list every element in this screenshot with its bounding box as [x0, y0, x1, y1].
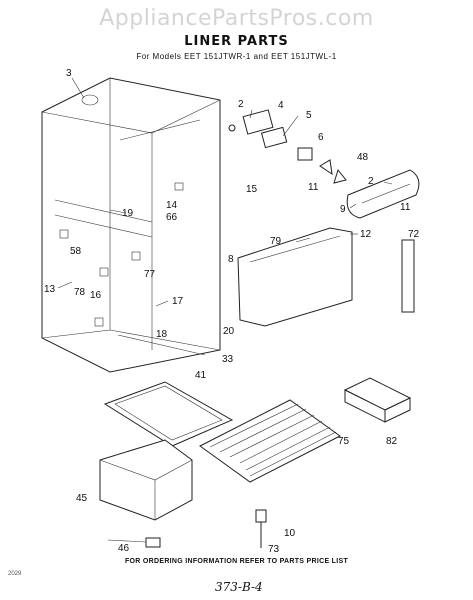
- callout-label: 11: [308, 182, 319, 193]
- callout-label: 77: [144, 269, 156, 280]
- leader-lines: [57, 77, 393, 543]
- callout-label: 33: [222, 354, 234, 365]
- callout-label: 12: [360, 229, 372, 240]
- drawer-stop: [145, 537, 161, 548]
- diagram-subtitle: For Models EET 151JTWR-1 and EET 151JTWL…: [136, 52, 337, 61]
- callout-label: 5: [306, 110, 312, 121]
- callout-label: 3: [66, 68, 72, 79]
- callout-label: 72: [408, 229, 420, 240]
- callout-label: 17: [172, 296, 184, 307]
- air-duct: [346, 169, 420, 219]
- callout-label: 8: [228, 254, 234, 265]
- callout-label: 75: [338, 436, 350, 447]
- callout-label: 15: [246, 184, 258, 195]
- callout-label: 2: [368, 176, 374, 187]
- callout-label: 13: [44, 284, 56, 295]
- diagram-code: 2029: [8, 571, 22, 577]
- callout-label: 4: [278, 100, 284, 111]
- watermark: AppliancePartsPros.com: [99, 6, 374, 31]
- callout-label: 14: [166, 200, 178, 211]
- drain-fitting: [255, 509, 267, 548]
- light-parts-group: [228, 109, 347, 184]
- callout-label: 19: [122, 208, 134, 219]
- callout-labels: 3 2 4 5 6 48 2 11 9 11 15 14 66 19 79 12…: [44, 68, 420, 555]
- callout-label: 10: [284, 528, 296, 539]
- mullion-strip: [401, 239, 415, 313]
- callout-label: 20: [223, 326, 235, 337]
- cover-panel: [237, 227, 353, 327]
- ice-tray: [343, 377, 412, 423]
- callout-label: 82: [386, 436, 398, 447]
- liner-cabinet: [41, 77, 221, 373]
- callout-label: 6: [318, 132, 324, 143]
- glass-shelf: [103, 381, 234, 447]
- callout-label: 45: [76, 493, 88, 504]
- callout-label: 66: [166, 212, 178, 223]
- handwritten-note: 373-B-4: [215, 580, 263, 594]
- callout-label: 78: [74, 287, 86, 298]
- callout-label: 73: [268, 544, 280, 555]
- callout-label: 16: [90, 290, 102, 301]
- callout-label: 9: [340, 204, 346, 215]
- wire-shelf: [199, 399, 341, 483]
- diagram-title: LINER PARTS: [184, 34, 289, 49]
- ordering-note: FOR ORDERING INFORMATION REFER TO PARTS …: [124, 558, 349, 565]
- crisper-drawer: [99, 439, 193, 521]
- callout-label: 58: [70, 246, 82, 257]
- callout-label: 11: [400, 202, 411, 213]
- callout-label: 41: [195, 370, 207, 381]
- callout-label: 2: [238, 99, 244, 110]
- callout-label: 48: [357, 152, 369, 163]
- callout-label: 46: [118, 543, 130, 554]
- callout-label: 79: [270, 236, 282, 247]
- callout-label: 18: [156, 329, 168, 340]
